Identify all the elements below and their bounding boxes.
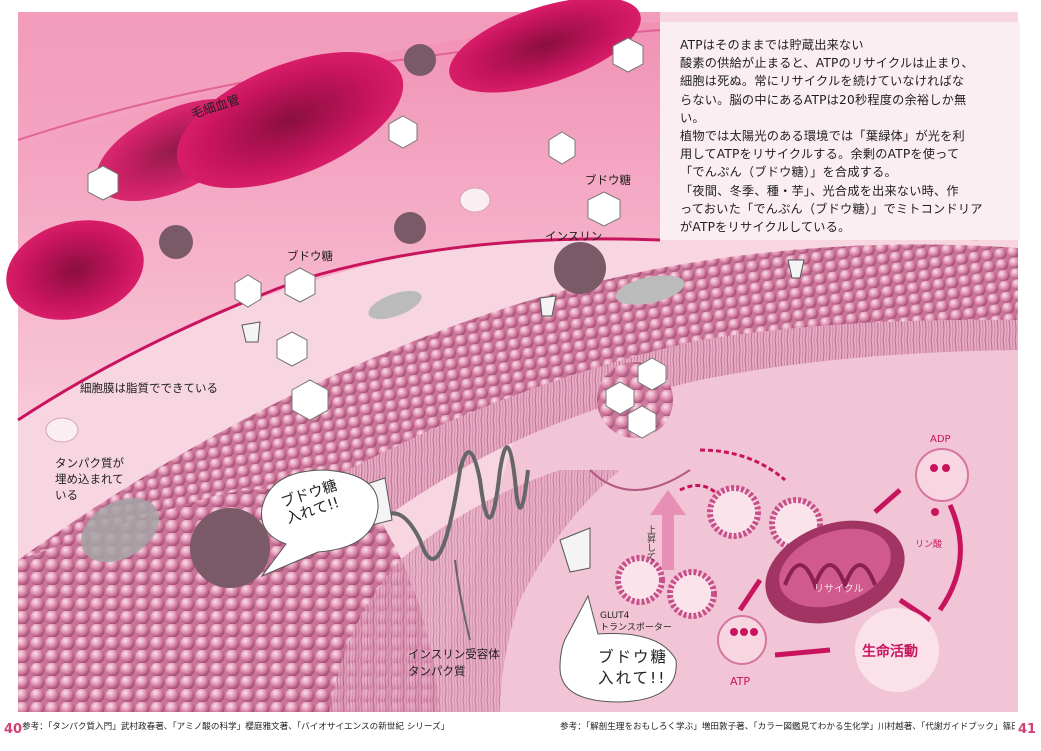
speech-text-2: ブドウ糖 入れて!! <box>598 648 669 687</box>
red-blood-cell <box>449 0 641 93</box>
footer-right: 参考：「解剖生理をおもしろく学ぶ」増田敦子著、「カラー図鑑見てわかる生化学」川村… <box>560 722 1015 732</box>
label-phosphate: リン酸 <box>915 540 943 550</box>
info-text-box: ATPはそのままでは貯蔵出来ない 酸素の供給が止まると、ATPのリサイクルは止ま… <box>660 22 1020 240</box>
embedded-protein <box>368 290 422 320</box>
receptor-cup <box>539 295 557 317</box>
receptor-cup <box>787 259 805 279</box>
embedded-protein <box>81 497 159 563</box>
label-adp: ADP <box>930 434 951 445</box>
footer-left: 参考：「タンパク質入門」武村政春著、「アミノ酸の科学」櫻庭雅文著、「バイオサイエ… <box>22 722 450 732</box>
receptor-cup <box>559 527 591 573</box>
insulin-molecules <box>159 44 606 588</box>
page-number-right: 41 <box>1018 722 1037 737</box>
label-glucose-top: ブドウ糖 <box>585 173 631 187</box>
label-glut4: GLUT4 トランスポーター <box>600 611 672 633</box>
label-receptor: インスリン受容体 タンパク質 <box>408 647 500 678</box>
info-text: ATPはそのままでは貯蔵出来ない 酸素の供給が止まると、ATPのリサイクルは止ま… <box>680 38 983 235</box>
adp-circle <box>915 448 969 502</box>
label-life-activity: 生命活動 <box>862 644 918 660</box>
label-atp: ATP <box>730 675 751 688</box>
label-recycle: リサイクル <box>814 584 864 595</box>
label-insulin: インスリン <box>545 229 603 243</box>
receptor-cup <box>241 321 261 343</box>
glut4-vesicles <box>615 485 823 619</box>
label-membrane: 細胞膜は脂質でできている <box>80 381 218 395</box>
label-glucose-upper: ブドウ糖 <box>287 249 333 263</box>
red-blood-cell <box>6 220 144 320</box>
red-blood-cell <box>176 52 404 188</box>
speech-bubble <box>559 594 677 703</box>
life-activity-circle <box>855 608 939 692</box>
atp-circle <box>717 615 767 665</box>
arrow-up <box>650 490 686 570</box>
arrow-dashed <box>679 484 716 494</box>
speech-bubble <box>260 469 379 578</box>
arrow-dashed <box>699 448 786 482</box>
page-number-left: 40 <box>4 722 23 737</box>
label-go-up: 上昇して <box>645 525 655 561</box>
glucose-molecules <box>87 37 667 439</box>
label-embedded-protein: タンパク質が 埋め込まれて いる <box>55 456 124 502</box>
insulin-receptor <box>328 445 530 561</box>
embedded-protein <box>615 275 685 305</box>
